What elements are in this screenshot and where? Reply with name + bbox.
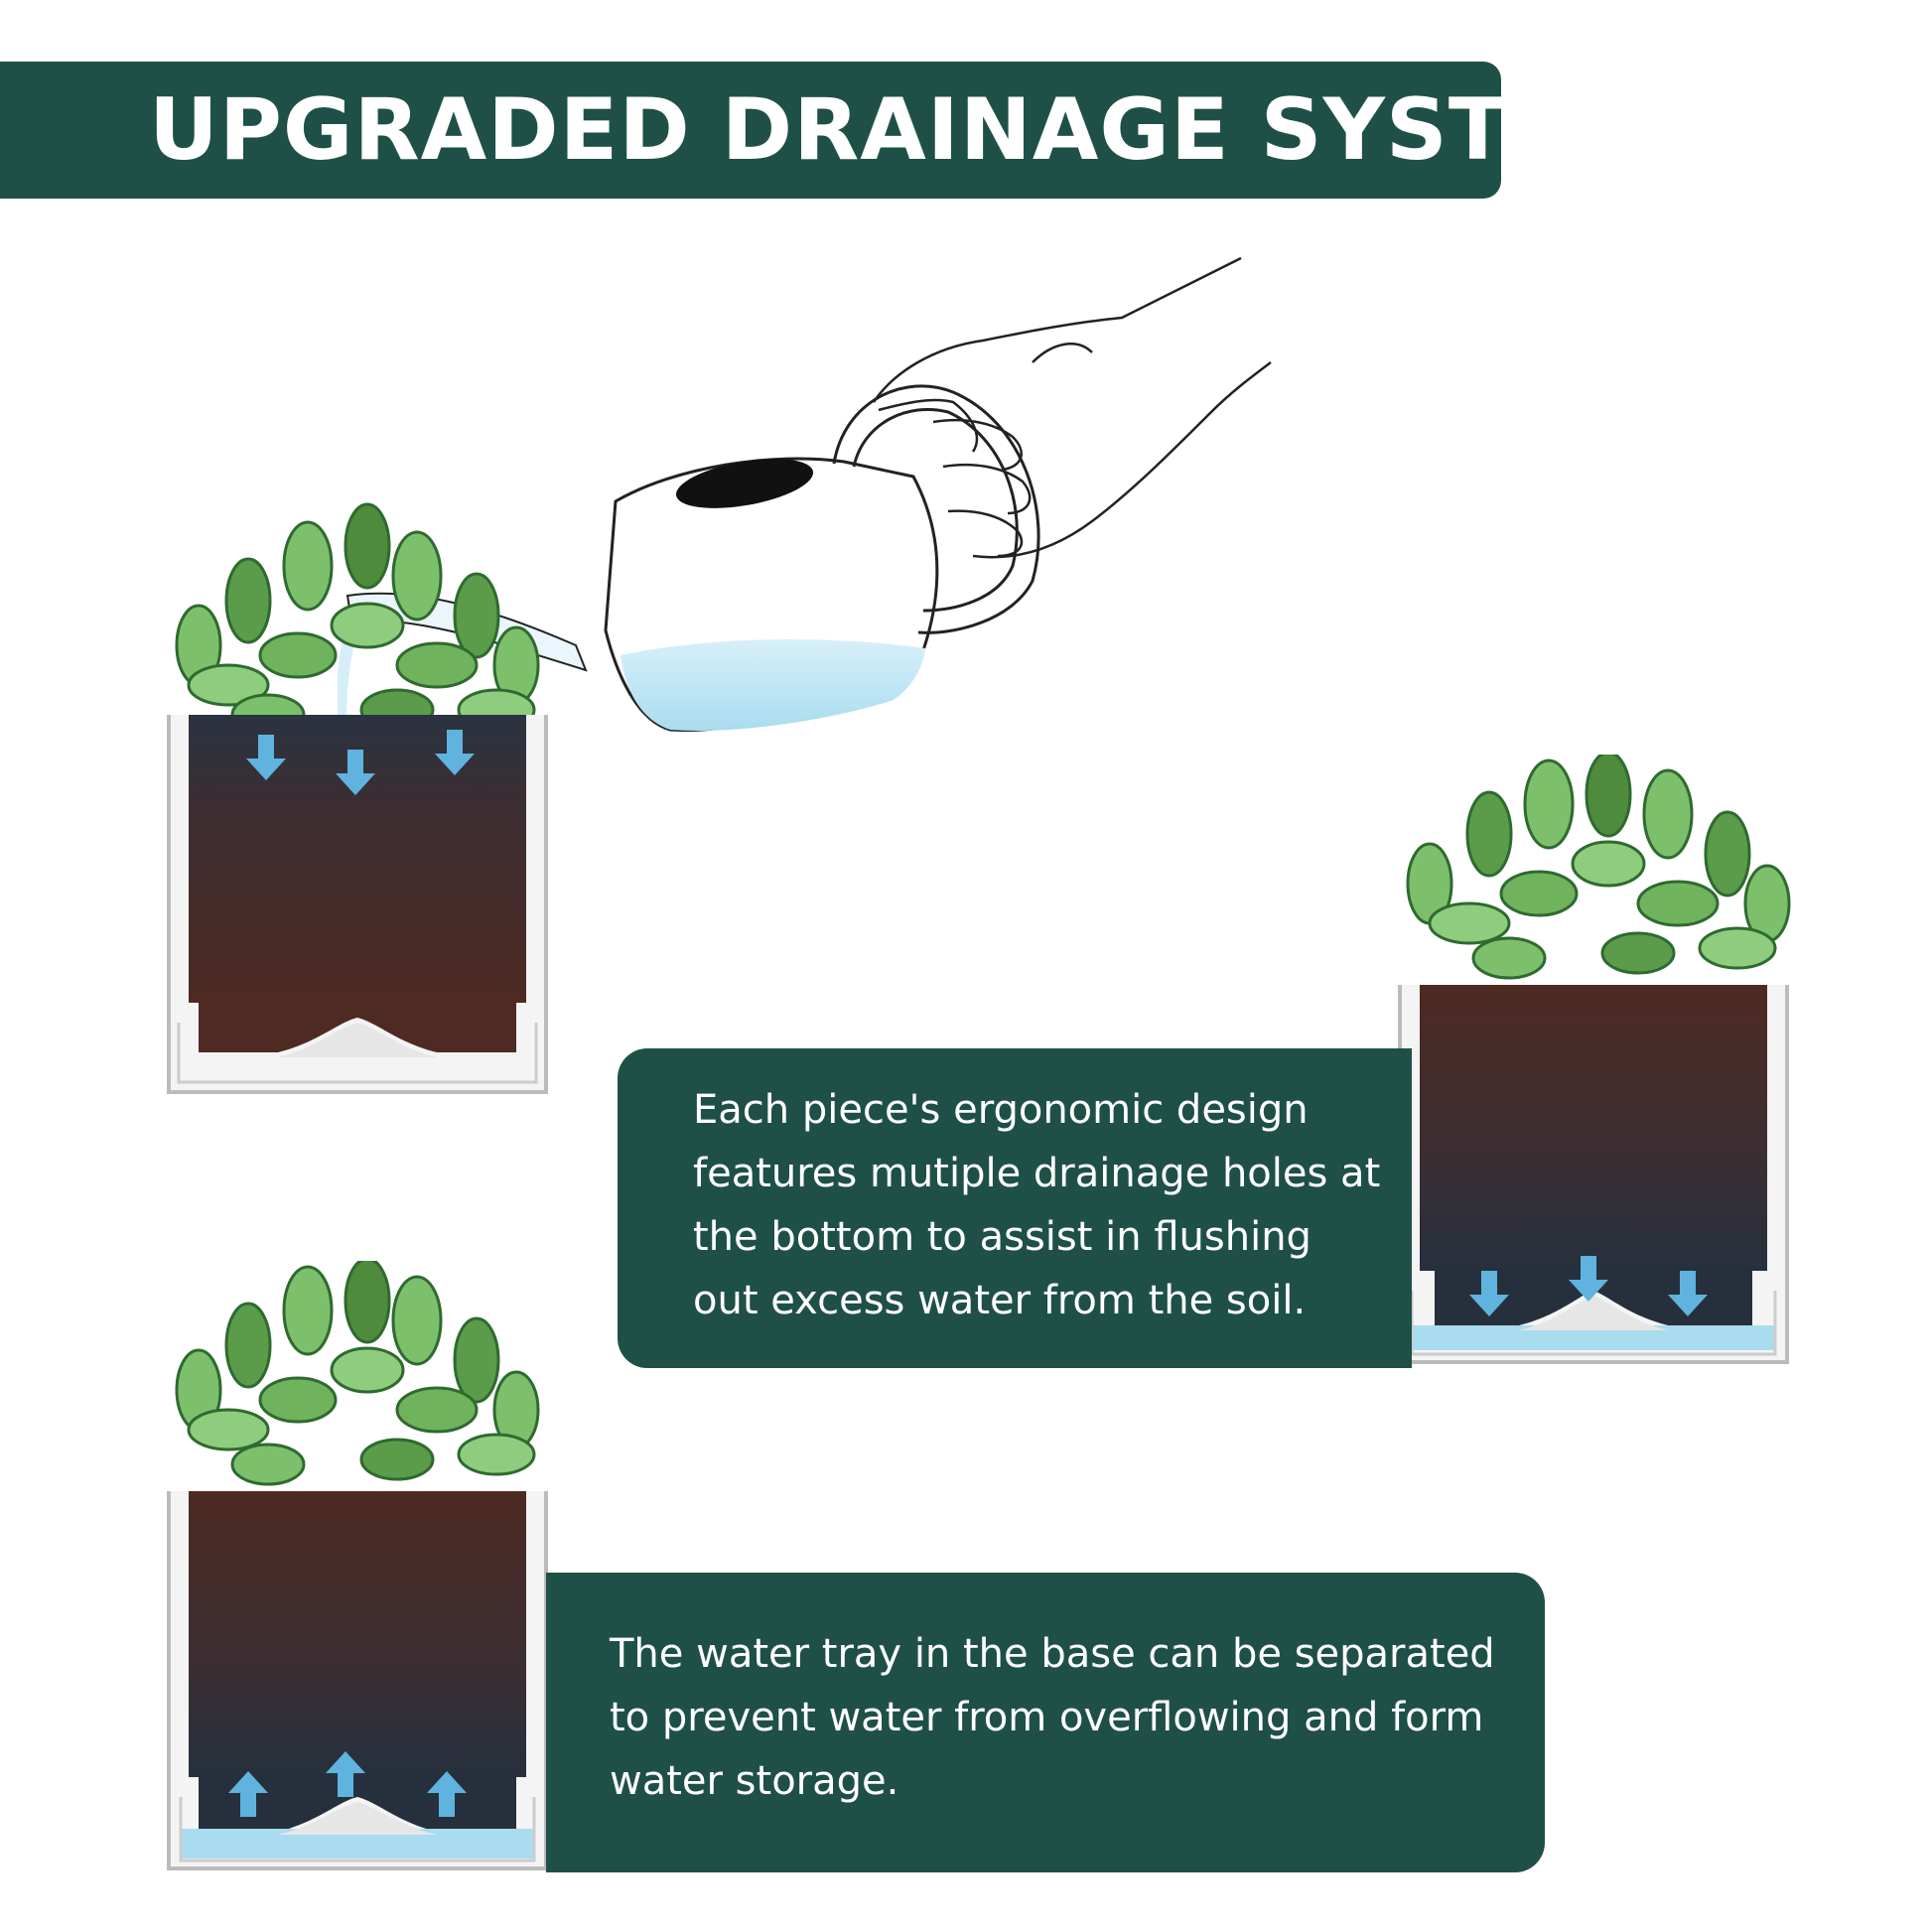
- plant-leaves: [1406, 755, 1791, 980]
- pot-body: [1398, 985, 1789, 1364]
- water-tray-description: The water tray in the base can be separa…: [610, 1631, 1495, 1804]
- plant-pot-icon: [1398, 755, 1791, 1364]
- pot-body: [167, 1491, 548, 1870]
- plant-leaves: [175, 502, 540, 737]
- info-panel-drainage: Each piece's ergonomic design features m…: [618, 1048, 1412, 1368]
- arrow-down-icon: [1469, 1256, 1708, 1316]
- title-banner: UPGRADED DRAINAGE SYSTEM: [0, 62, 1652, 199]
- arrow-up-icon: [228, 1751, 467, 1817]
- plant-pot-icon: [167, 1261, 548, 1870]
- page-title: UPGRADED DRAINAGE SYSTEM: [149, 80, 1653, 180]
- drainage-description: Each piece's ergonomic design features m…: [693, 1087, 1381, 1323]
- arrow-down-icon: [246, 730, 475, 795]
- plant-leaves: [175, 1261, 540, 1486]
- info-panel-water-tray: The water tray in the base can be separa…: [546, 1573, 1545, 1872]
- plant-pot-icon: [167, 502, 548, 1094]
- watering-can-icon: [338, 256, 1272, 750]
- pot-body: [167, 715, 548, 1094]
- hand-icon: [872, 256, 1272, 559]
